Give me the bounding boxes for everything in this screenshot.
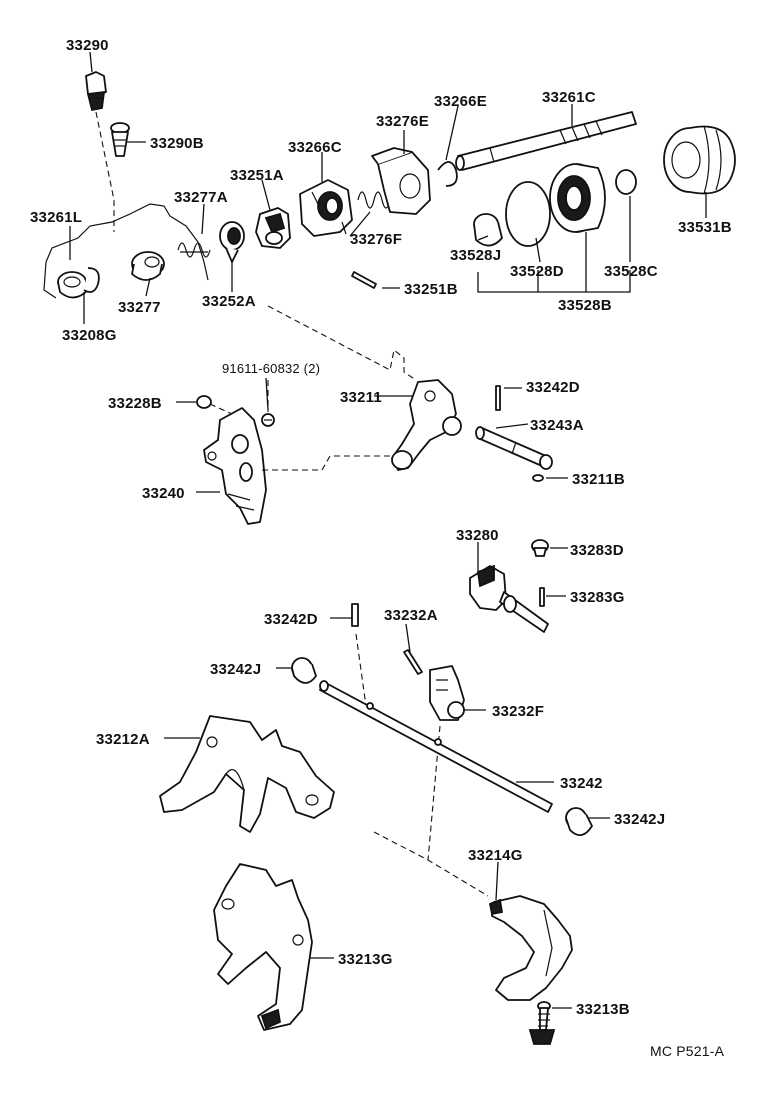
label-33214G: 33214G — [468, 847, 523, 864]
part-33242D-lower-pin — [351, 603, 359, 627]
label-33266E: 33266E — [434, 93, 487, 110]
label-33276F: 33276F — [350, 231, 402, 248]
part-33290B-bolt — [110, 122, 130, 157]
label-33213G: 33213G — [338, 951, 393, 968]
part-33261C-shaft — [455, 111, 637, 171]
label-33283G: 33283G — [570, 589, 625, 606]
label-33252A: 33252A — [202, 293, 256, 310]
label-33277A: 33277A — [174, 189, 228, 206]
part-33232F-head — [429, 665, 465, 721]
label-33213B: 33213B — [576, 1001, 630, 1018]
part-33211-lever — [391, 379, 462, 471]
label-33242D-lower: 33242D — [264, 611, 318, 628]
label-33242J-upper: 33242J — [210, 661, 261, 678]
label-91611-60832: 91611-60832 (2) — [222, 361, 320, 376]
part-33232A-pin — [403, 649, 423, 675]
label-33290: 33290 — [66, 37, 109, 54]
label-33251B: 33251B — [404, 281, 458, 298]
label-33242D-upper: 33242D — [526, 379, 580, 396]
label-33280: 33280 — [456, 527, 499, 544]
label-33276E: 33276E — [376, 113, 429, 130]
part-33528J-sleeve — [473, 213, 503, 247]
part-33276E-plate — [371, 147, 431, 215]
part-33277A-spring — [177, 242, 211, 258]
part-33252A-stop — [219, 221, 245, 263]
part-33242-rod — [319, 680, 553, 813]
label-33212A: 33212A — [96, 731, 150, 748]
part-33214G-fork — [488, 895, 573, 1001]
part-33212A-fork — [159, 715, 335, 833]
label-33528C: 33528C — [604, 263, 658, 280]
label-33528J: 33528J — [450, 247, 501, 264]
part-33276F-spring — [357, 191, 391, 209]
part-33251A-head — [255, 207, 291, 249]
part-33283D-bolt — [531, 539, 549, 557]
part-33242D-upper-pin — [495, 385, 501, 411]
guide-line-33240 — [262, 455, 392, 471]
label-33261C: 33261C — [542, 89, 596, 106]
part-33280-head — [469, 564, 549, 633]
guide-line-33228B — [209, 403, 233, 415]
label-33240: 33240 — [142, 485, 185, 502]
diagram-code: MC P521-A — [650, 1043, 725, 1059]
part-33251B-pin — [351, 271, 377, 289]
part-33228B-pin — [196, 395, 212, 409]
label-33528D: 33528D — [510, 263, 564, 280]
label-33232F: 33232F — [492, 703, 544, 720]
label-33243A: 33243A — [530, 417, 584, 434]
part-33528B-cap — [549, 163, 606, 233]
part-33528D-disk — [505, 181, 551, 247]
part-housing-outline — [43, 203, 209, 299]
part-33266E-clip — [437, 161, 458, 187]
label-33211B: 33211B — [572, 471, 625, 488]
label-33531B: 33531B — [678, 219, 732, 236]
part-33242J-upper-sleeve — [291, 657, 317, 684]
part-33208G-clip — [83, 267, 100, 293]
label-33242J-lower: 33242J — [614, 811, 665, 828]
part-33242J-lower-sleeve — [565, 807, 593, 836]
part-33213G-fork — [213, 863, 313, 1031]
label-33228B: 33228B — [108, 395, 162, 412]
part-33211B-pin — [532, 474, 544, 482]
label-33266C: 33266C — [288, 139, 342, 156]
label-33277: 33277 — [118, 299, 161, 316]
label-33251A: 33251A — [230, 167, 284, 184]
part-91611-bolt — [261, 413, 275, 427]
guide-line-33212A — [373, 831, 489, 897]
part-33531B-boot — [663, 125, 736, 195]
part-33240-bracket — [203, 407, 267, 525]
label-33283D: 33283D — [570, 542, 624, 559]
label-33528B: 33528B — [558, 297, 612, 314]
part-33213B-bolt — [528, 1001, 556, 1045]
label-33211: 33211 — [340, 389, 382, 406]
part-33290-plug — [85, 71, 107, 112]
part-33266C-cam — [299, 179, 353, 237]
label-33261L: 33261L — [30, 209, 82, 226]
label-33242: 33242 — [560, 775, 603, 792]
label-33208G: 33208G — [62, 327, 117, 344]
part-33277-bushing — [131, 251, 165, 281]
label-33232A: 33232A — [384, 607, 438, 624]
label-33290B: 33290B — [150, 135, 204, 152]
guide-line-33242D — [355, 633, 367, 707]
part-33283G-pin — [539, 587, 545, 607]
leader-lines — [69, 51, 707, 1009]
part-33243A-shaft — [475, 426, 553, 470]
part-33528C-clip — [615, 169, 637, 195]
guide-line-33252A — [267, 305, 417, 381]
